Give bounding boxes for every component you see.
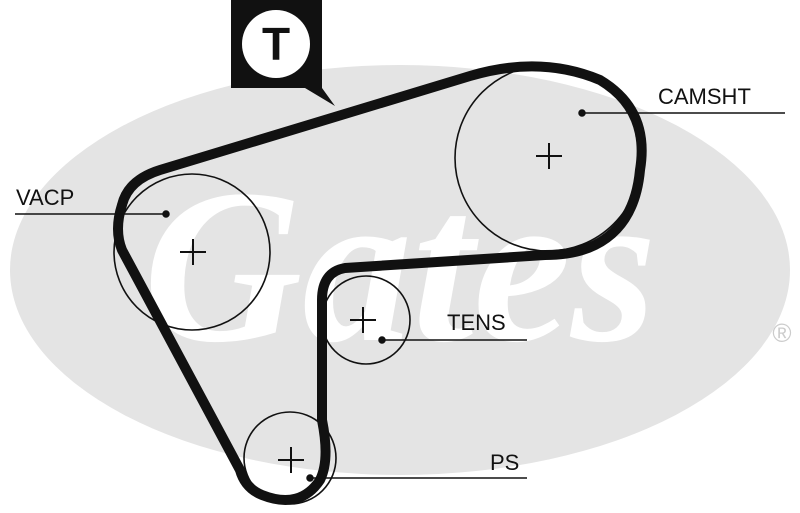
label-vacp: VACP <box>16 185 74 210</box>
ps-center-cross <box>278 447 304 473</box>
registered-mark: ® <box>772 318 791 348</box>
label-camshaft: CAMSHT <box>658 84 751 109</box>
badge-letter: T <box>262 18 290 70</box>
tensioner-marker-badge: T <box>231 0 335 106</box>
vacuum-pump-pulley <box>113 173 271 331</box>
vacp-center-cross <box>180 239 206 265</box>
camshaft-center-cross <box>536 143 562 169</box>
label-tens: TENS <box>447 310 506 335</box>
tens-center-cross <box>350 307 376 333</box>
timing-belt <box>113 61 647 505</box>
label-ps: PS <box>490 450 519 475</box>
